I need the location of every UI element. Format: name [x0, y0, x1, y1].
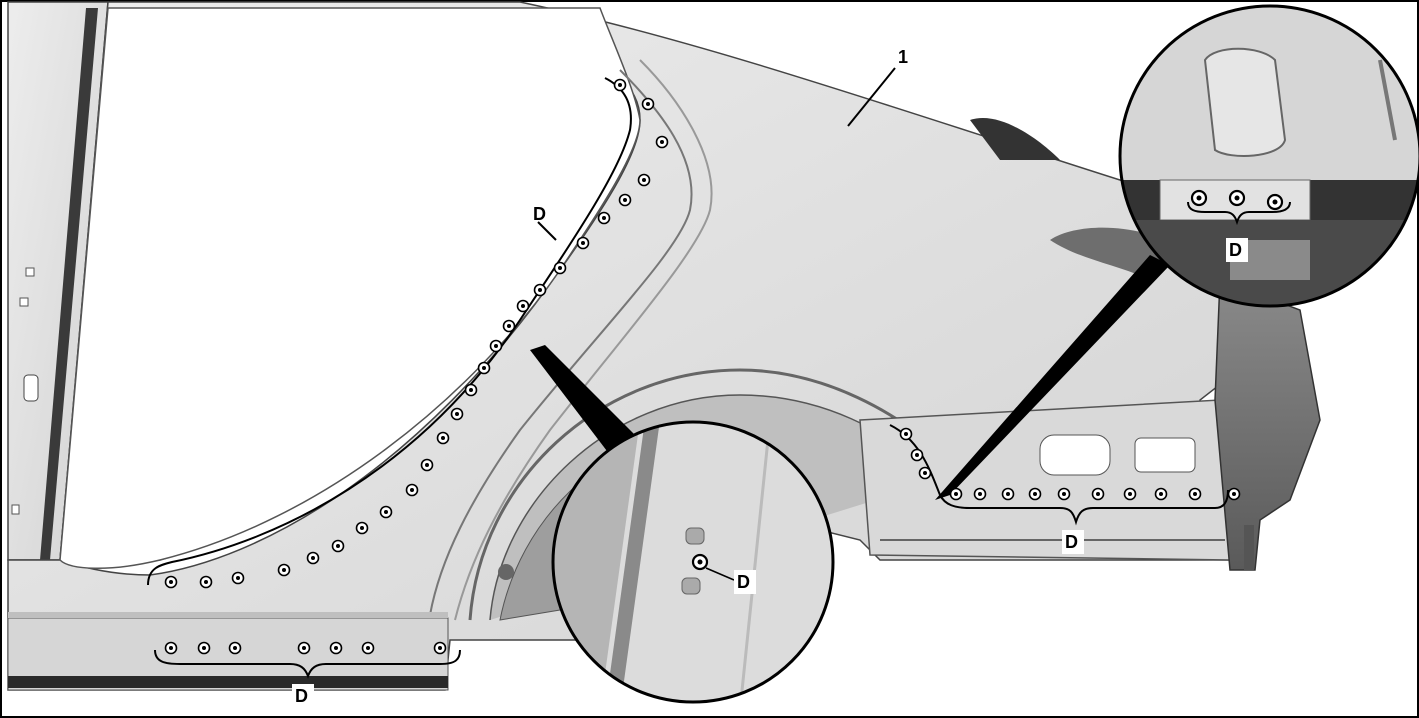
- weld-point-center: [233, 646, 237, 650]
- weld-point-center: [204, 580, 208, 584]
- magnifier-leader-top: [935, 255, 1170, 500]
- weld-bracket-pillar: [147, 77, 632, 586]
- weld-point-center: [602, 216, 606, 220]
- weld-point-center: [360, 526, 364, 530]
- weld-point-center: [311, 556, 315, 560]
- weld-point-center: [1272, 199, 1278, 205]
- weld-point-center: [366, 646, 370, 650]
- weld-point-center: [904, 432, 908, 436]
- weld-point-center: [521, 304, 525, 308]
- svg-text:D: D: [1065, 532, 1078, 552]
- weld-bracket-rear: [889, 424, 1229, 526]
- weld-point-center: [425, 463, 429, 467]
- weld-point-center: [978, 492, 982, 496]
- weld-point-center: [1128, 492, 1132, 496]
- weld-point-center: [482, 366, 486, 370]
- weld-point-center: [646, 102, 650, 106]
- weld-point-center: [618, 83, 622, 87]
- callout-rear-sill: D: [1062, 530, 1084, 554]
- weld-point-center: [455, 412, 459, 416]
- callout-detail-center: D: [705, 567, 756, 594]
- weld-point-center: [441, 436, 445, 440]
- b-pillar-groove: [40, 8, 98, 560]
- weld-point-center: [1096, 492, 1100, 496]
- weld-point-center: [169, 646, 173, 650]
- svg-text:D: D: [1229, 240, 1242, 260]
- weld-point-center: [558, 266, 562, 270]
- weld-point-center: [581, 241, 585, 245]
- weld-bracket-sill: [154, 649, 461, 679]
- magnifier-leader-center: [530, 345, 640, 455]
- weld-point-center: [336, 544, 340, 548]
- weld-point-center: [642, 178, 646, 182]
- weld-point-center: [915, 453, 919, 457]
- svg-text:D: D: [533, 204, 546, 224]
- weld-point-center: [1234, 195, 1240, 201]
- weld-point-center: [202, 646, 206, 650]
- weld-point-center: [1193, 492, 1197, 496]
- weld-point-center: [507, 324, 511, 328]
- weld-point-center: [623, 198, 627, 202]
- weld-point-center: [538, 288, 542, 292]
- weld-point-center: [469, 388, 473, 392]
- weld-point-center: [410, 488, 414, 492]
- rear-pillar-structure: [1214, 278, 1321, 571]
- weld-point-center: [494, 344, 498, 348]
- weld-point-center: [1159, 492, 1163, 496]
- weld-point-center: [954, 492, 958, 496]
- weld-point-center: [282, 568, 286, 572]
- weld-point-center: [169, 580, 173, 584]
- weld-point-center: [660, 140, 664, 144]
- callout-detail-top-right: D: [1226, 238, 1248, 262]
- weld-point-center: [1196, 195, 1202, 201]
- weld-point-center: [384, 510, 388, 514]
- svg-text:D: D: [737, 572, 750, 592]
- wheel-arch: [468, 368, 962, 621]
- weld-point-center: [923, 471, 927, 475]
- weld-point-center: [1033, 492, 1037, 496]
- weld-point-center: [236, 576, 240, 580]
- weld-point-center: [697, 559, 703, 565]
- callout-pillar: D: [533, 204, 546, 224]
- weld-points: [164, 78, 1284, 655]
- rear-floor-structure: [859, 399, 1231, 561]
- weld-point-center: [1006, 492, 1010, 496]
- part-number-label: 1: [898, 47, 908, 67]
- weld-point-center: [334, 646, 338, 650]
- callout-sill-bottom: D: [292, 684, 314, 708]
- detail-magnifier-top-right: [1120, 6, 1419, 306]
- weld-point-center: [1232, 492, 1236, 496]
- svg-text:D: D: [295, 686, 308, 706]
- weld-point-center: [438, 646, 442, 650]
- detail-top-bracket: [1187, 201, 1291, 226]
- weld-point-center: [302, 646, 306, 650]
- weld-point-center: [1062, 492, 1066, 496]
- part-leader-line: [847, 67, 896, 127]
